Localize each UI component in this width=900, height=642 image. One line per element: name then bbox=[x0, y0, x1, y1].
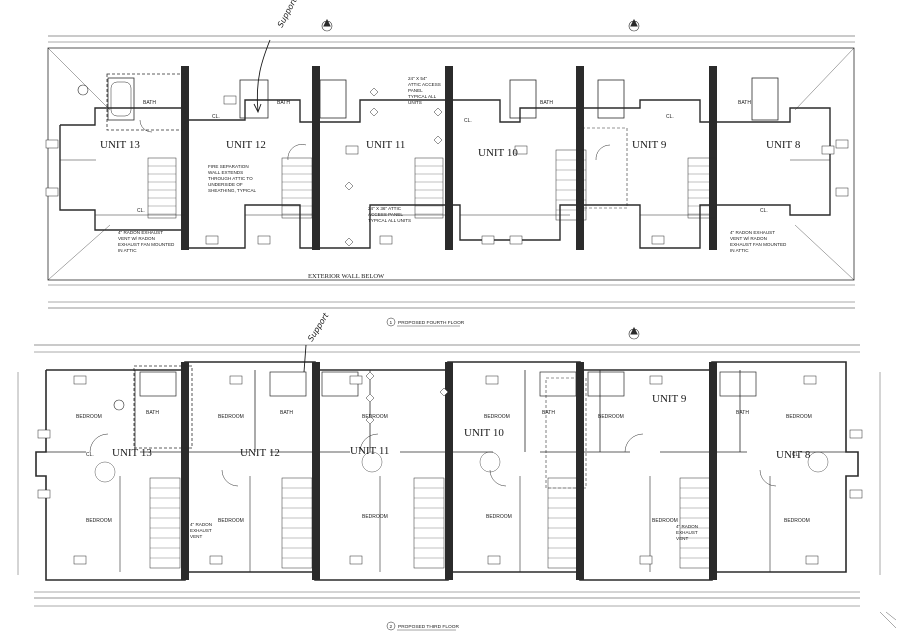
svg-text:EXHAUST FAN MOUNTED: EXHAUST FAN MOUNTED bbox=[118, 242, 175, 247]
svg-text:EXHAUST: EXHAUST bbox=[190, 528, 212, 533]
svg-text:WALL EXTENDS: WALL EXTENDS bbox=[208, 170, 243, 175]
svg-text:THROUGH ATTIC TO: THROUGH ATTIC TO bbox=[208, 176, 253, 181]
svg-text:IN ATTIC: IN ATTIC bbox=[730, 248, 749, 253]
svg-text:BATH: BATH bbox=[146, 410, 159, 416]
third-floor-unit-labels: UNIT 13 UNIT 12 UNIT 11 UNIT 10 UNIT 9 U… bbox=[112, 393, 811, 461]
svg-text:CL.: CL. bbox=[464, 118, 472, 124]
svg-text:IN ATTIC: IN ATTIC bbox=[118, 248, 137, 253]
svg-text:BEDROOM: BEDROOM bbox=[362, 414, 388, 420]
svg-text:Support Here: Support Here bbox=[276, 0, 309, 29]
scan-artifact-marks bbox=[879, 611, 897, 629]
svg-text:BATH: BATH bbox=[738, 100, 751, 106]
svg-text:BEDROOM: BEDROOM bbox=[484, 414, 510, 420]
svg-text:TYPICAL ALL UNITS: TYPICAL ALL UNITS bbox=[368, 218, 411, 223]
svg-text:BEDROOM: BEDROOM bbox=[86, 518, 112, 524]
exterior-wall-below-label: EXTERIOR WALL BELOW bbox=[308, 273, 385, 280]
third-unit-9-label: UNIT 9 bbox=[652, 393, 687, 405]
fourth-floor-title: 1 PROPOSED FOURTH FLOOR bbox=[386, 317, 465, 327]
svg-text:FIRE SEPARATION: FIRE SEPARATION bbox=[208, 164, 249, 169]
svg-text:BATH: BATH bbox=[736, 410, 749, 416]
fire-separation-note: FIRE SEPARATION WALL EXTENDS THROUGH ATT… bbox=[208, 164, 257, 193]
third-floor-notes: 4" RADON EXHAUST VENT 4" RADON EXHAUST V… bbox=[190, 522, 698, 541]
fourth-floor-plan bbox=[45, 18, 855, 309]
radon-vent-note-b: 4" RADON EXHAUST VENT bbox=[676, 524, 698, 541]
svg-text:1: 1 bbox=[390, 320, 393, 326]
svg-text:BEDROOM: BEDROOM bbox=[786, 414, 812, 420]
fourth-stair-treads bbox=[148, 159, 716, 215]
svg-text:CL.: CL. bbox=[760, 208, 768, 214]
svg-text:ATTIC ACCESS: ATTIC ACCESS bbox=[408, 82, 441, 87]
fourth-floor-unit-labels: UNIT 13 UNIT 12 UNIT 11 UNIT 10 UNIT 9 U… bbox=[100, 139, 801, 159]
fourth-unit-8-label: UNIT 8 bbox=[766, 139, 801, 151]
svg-text:CL.: CL. bbox=[86, 452, 94, 458]
svg-text:UNITS: UNITS bbox=[408, 100, 422, 105]
handwritten-note-support-here: Support Here bbox=[253, 0, 309, 114]
svg-text:BEDROOM: BEDROOM bbox=[486, 514, 512, 520]
third-unit-13-label: UNIT 13 bbox=[112, 447, 152, 459]
radon-vent-note-a: 4" RADON EXHAUST VENT bbox=[190, 522, 212, 539]
svg-text:VENT W/ RADON: VENT W/ RADON bbox=[730, 236, 767, 241]
third-unit-10-label: UNIT 10 bbox=[464, 427, 504, 439]
third-floor-plan bbox=[17, 326, 881, 607]
svg-text:CL.: CL. bbox=[212, 114, 220, 120]
svg-text:ACCESS PANEL: ACCESS PANEL bbox=[368, 212, 403, 217]
svg-text:BEDROOM: BEDROOM bbox=[218, 414, 244, 420]
svg-text:BEDROOM: BEDROOM bbox=[784, 518, 810, 524]
svg-text:BATH: BATH bbox=[280, 410, 293, 416]
svg-text:VENT: VENT bbox=[190, 534, 202, 539]
radon-note-right: 4" RADON EXHAUST VENT W/ RADON EXHAUST F… bbox=[730, 230, 787, 253]
svg-text:CL.: CL. bbox=[137, 208, 145, 214]
fourth-unit-11-label: UNIT 11 bbox=[366, 139, 405, 151]
svg-text:BATH: BATH bbox=[540, 100, 553, 106]
svg-text:BATH: BATH bbox=[277, 100, 290, 106]
third-floor-title: 2 PROPOSED THIRD FLOOR bbox=[386, 621, 459, 631]
svg-text:24" X 36" ATTIC: 24" X 36" ATTIC bbox=[368, 206, 402, 211]
third-floor-room-labels: BEDROOM BATH BEDROOM BATH BEDROOM BEDROO… bbox=[76, 410, 812, 524]
fourth-unit-10-label: UNIT 10 bbox=[478, 147, 518, 159]
svg-text:4" RADON EXHAUST: 4" RADON EXHAUST bbox=[118, 230, 163, 235]
fourth-unit-13-label: UNIT 13 bbox=[100, 139, 140, 151]
svg-text:PANEL: PANEL bbox=[408, 88, 423, 93]
svg-text:BEDROOM: BEDROOM bbox=[218, 518, 244, 524]
svg-text:SHEATHING, TYPICAL: SHEATHING, TYPICAL bbox=[208, 188, 257, 193]
fourth-floor-room-labels: BATH BATH CL. CL. CL. BATH BATH CL. CL. bbox=[137, 100, 768, 214]
fourth-floor-notes: FIRE SEPARATION WALL EXTENDS THROUGH ATT… bbox=[118, 76, 787, 280]
attic-access-note-mid: 24" X 36" ATTIC ACCESS PANEL TYPICAL ALL… bbox=[368, 206, 411, 223]
svg-text:4" RADON: 4" RADON bbox=[190, 522, 212, 527]
svg-text:4" RADON EXHAUST: 4" RADON EXHAUST bbox=[730, 230, 775, 235]
svg-text:EXHAUST: EXHAUST bbox=[676, 530, 698, 535]
third-unit-12-label: UNIT 12 bbox=[240, 447, 280, 459]
svg-text:CL.: CL. bbox=[666, 114, 674, 120]
fourth-unit-9-label: UNIT 9 bbox=[632, 139, 667, 151]
svg-text:BEDROOM: BEDROOM bbox=[598, 414, 624, 420]
svg-text:24" X 54": 24" X 54" bbox=[408, 76, 427, 81]
radon-note-left: 4" RADON EXHAUST VENT W/ RADON EXHAUST F… bbox=[118, 230, 175, 253]
third-unit-11-label: UNIT 11 bbox=[350, 445, 389, 457]
svg-text:PROPOSED FOURTH FLOOR: PROPOSED FOURTH FLOOR bbox=[398, 320, 465, 326]
svg-text:CL.: CL. bbox=[792, 452, 800, 458]
third-stair-treads bbox=[150, 487, 710, 559]
svg-text:Support: Support bbox=[306, 311, 331, 343]
svg-text:4" RADON: 4" RADON bbox=[676, 524, 698, 529]
svg-text:BATH: BATH bbox=[542, 410, 555, 416]
svg-text:BEDROOM: BEDROOM bbox=[362, 514, 388, 520]
svg-text:2: 2 bbox=[390, 624, 393, 630]
svg-text:UNDERSIDE OF: UNDERSIDE OF bbox=[208, 182, 243, 187]
svg-text:BATH: BATH bbox=[143, 100, 156, 106]
svg-text:PROPOSED THIRD FLOOR: PROPOSED THIRD FLOOR bbox=[398, 624, 459, 630]
attic-access-note-top: 24" X 54" ATTIC ACCESS PANEL TYPICAL ALL… bbox=[408, 76, 441, 105]
svg-text:EXHAUST FAN MOUNTED: EXHAUST FAN MOUNTED bbox=[730, 242, 787, 247]
svg-text:VENT W/ RADON: VENT W/ RADON bbox=[118, 236, 155, 241]
fourth-unit-12-label: UNIT 12 bbox=[226, 139, 266, 151]
svg-text:BEDROOM: BEDROOM bbox=[652, 518, 678, 524]
third-unit-8-label: UNIT 8 bbox=[776, 449, 811, 461]
svg-text:VENT: VENT bbox=[676, 536, 688, 541]
svg-text:TYPICAL ALL: TYPICAL ALL bbox=[408, 94, 437, 99]
svg-text:BEDROOM: BEDROOM bbox=[76, 414, 102, 420]
